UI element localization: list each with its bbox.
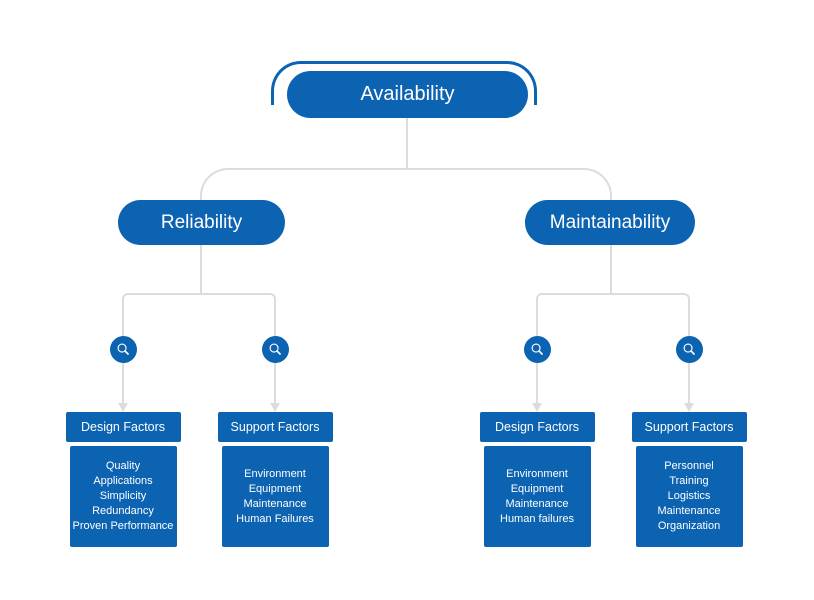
node-reliability-label: Reliability: [160, 211, 243, 233]
factor-item: Equipment: [248, 482, 302, 495]
factor-header-reliability-support: Support Factors: [217, 412, 333, 442]
factor-item: Organization: [657, 520, 721, 532]
factor-item: Quality: [105, 460, 141, 472]
factor-item: Human Failures: [236, 512, 314, 525]
factor-item: Maintenance: [505, 497, 569, 510]
factor-item: Human failures: [500, 512, 574, 525]
connector-arrow-shaft: [688, 363, 690, 403]
factor-item: Redundancy: [92, 505, 154, 517]
magnifier-icon: [683, 343, 695, 355]
factor-item: Equipment: [510, 482, 564, 495]
factor-item: Applications: [93, 475, 153, 487]
factor-item: Environment: [244, 467, 306, 480]
factor-item: Simplicity: [99, 490, 147, 502]
magnifier-icon: [269, 343, 281, 355]
magnifier-badge: [109, 336, 137, 363]
factor-header-maintainability-support: Support Factors: [631, 412, 747, 442]
connector-arrow-shaft: [536, 363, 538, 403]
node-availability-label: Availability: [360, 83, 455, 105]
factor-header-label: Design Factors: [494, 420, 580, 434]
factor-list-reliability-design: Quality Applications Simplicity Redundan…: [69, 446, 177, 547]
node-availability: Availability: [287, 71, 528, 118]
connector-maintainability-stem: [610, 245, 612, 294]
factor-header-maintainability-design: Design Factors: [479, 412, 595, 442]
factor-list-reliability-support: Environment Equipment Maintenance Human …: [221, 446, 329, 547]
arrow-down-icon: [532, 403, 542, 412]
factor-list-maintainability-design: Environment Equipment Maintenance Human …: [483, 446, 591, 547]
magnifier-icon: [117, 343, 129, 355]
factor-item: Logistics: [667, 490, 711, 502]
magnifier-icon: [531, 343, 543, 355]
node-maintainability-label: Maintainability: [549, 211, 671, 233]
factor-header-label: Support Factors: [230, 420, 320, 434]
connector-maintainability-split: [536, 293, 690, 341]
factor-list-maintainability-support: Personnel Training Logistics Maintenance…: [635, 446, 743, 547]
connector-root-stem: [406, 118, 408, 168]
arrow-down-icon: [684, 403, 694, 412]
factor-item: Maintenance: [243, 497, 307, 510]
factor-item: Maintenance: [657, 505, 721, 517]
magnifier-badge: [261, 336, 289, 363]
connector-arrow-shaft: [274, 363, 276, 403]
factor-item: Environment: [506, 467, 568, 480]
factor-header-label: Support Factors: [644, 420, 734, 434]
connector-reliability-stem: [200, 245, 202, 294]
node-maintainability: Maintainability: [525, 200, 695, 245]
arrow-down-icon: [118, 403, 128, 412]
factor-item: Personnel: [664, 460, 714, 472]
magnifier-badge: [523, 336, 551, 363]
connector-arrow-shaft: [122, 363, 124, 403]
arrow-down-icon: [270, 403, 280, 412]
factor-header-reliability-design: Design Factors: [65, 412, 181, 442]
factor-item: Proven Performance: [72, 520, 174, 532]
availability-arc-decoration: [271, 61, 537, 105]
connector-root-split: [200, 168, 612, 204]
node-reliability: Reliability: [118, 200, 285, 245]
connector-reliability-split: [122, 293, 276, 341]
factor-header-label: Design Factors: [80, 420, 166, 434]
factor-item: Training: [669, 475, 709, 487]
magnifier-badge: [675, 336, 703, 363]
